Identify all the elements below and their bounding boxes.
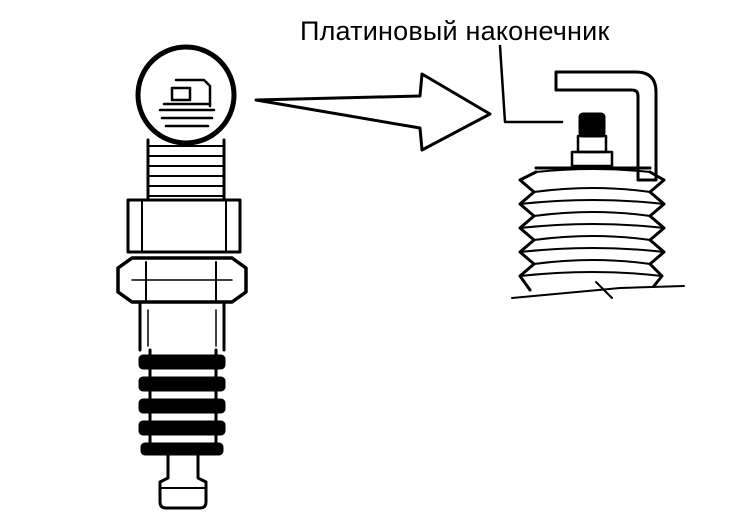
- upper-threads: [146, 138, 226, 200]
- zoom-circle: [135, 44, 237, 146]
- hex-nut: [116, 256, 248, 304]
- arrow: [254, 72, 492, 152]
- shell-collar: [126, 198, 242, 254]
- platinum-tip: [578, 112, 606, 138]
- leader-line: [498, 44, 564, 124]
- platinum-tip-label: Платиновый наконечник: [300, 16, 610, 46]
- magnified-tip: [511, 70, 685, 299]
- small-electrode-icon: [158, 78, 216, 128]
- insulator-ribs: [138, 348, 226, 456]
- spark-plug-full: [116, 44, 248, 510]
- ground-electrode: [554, 70, 658, 182]
- tip-threads: [511, 166, 685, 299]
- terminal: [158, 454, 208, 510]
